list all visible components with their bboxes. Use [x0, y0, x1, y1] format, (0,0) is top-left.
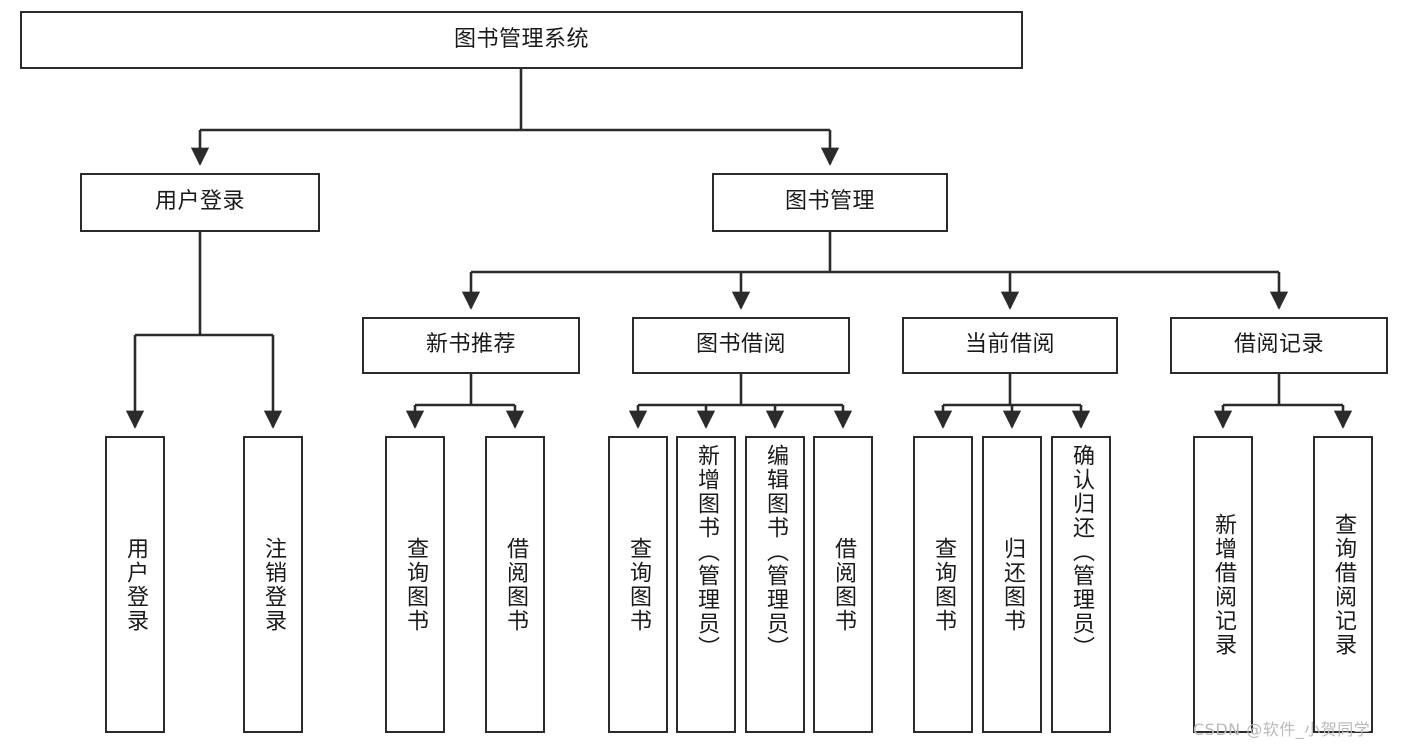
leaf-logout[interactable]: 注销登录 [243, 436, 303, 733]
node-borrow-record[interactable]: 借阅记录 [1170, 317, 1388, 374]
leaf-add-book-admin[interactable]: 新增图书（管理员） [676, 436, 736, 733]
node-borrow-record-label: 借阅记录 [1233, 332, 1324, 358]
leaf-borrow-book-newbook-label: 借阅图书 [503, 536, 528, 633]
leaf-confirm-return-admin[interactable]: 确认归还（管理员） [1051, 436, 1111, 733]
leaf-edit-book-admin[interactable]: 编辑图书（管理员） [745, 436, 805, 733]
node-book-borrow[interactable]: 图书借阅 [632, 317, 850, 374]
edge-current-to-leaves [933, 374, 1091, 429]
edge-record-to-leaves [1213, 374, 1353, 429]
node-root-label: 图书管理系统 [453, 26, 589, 52]
edge-userlogin-to-leaves [125, 232, 283, 429]
leaf-borrow-book[interactable]: 借阅图书 [813, 436, 873, 733]
leaf-return-book-label: 归还图书 [1000, 536, 1025, 633]
edge-root-to-level1 [190, 69, 840, 166]
leaf-user-login[interactable]: 用户登录 [105, 436, 165, 733]
leaf-query-book-borrow-label: 查询图书 [626, 536, 651, 633]
leaf-edit-book-admin-label: 编辑图书（管理员） [763, 444, 788, 660]
node-new-book-recommend-label: 新书推荐 [425, 332, 516, 358]
edge-newbook-to-leaves [405, 374, 525, 429]
node-user-login[interactable]: 用户登录 [80, 173, 320, 232]
node-current-borrow[interactable]: 当前借阅 [902, 317, 1118, 374]
node-book-borrow-label: 图书借阅 [695, 332, 786, 358]
leaf-query-book-newbook-label: 查询图书 [403, 536, 428, 633]
leaf-query-book-borrow[interactable]: 查询图书 [608, 436, 668, 733]
leaf-add-borrow-record-label: 新增借阅记录 [1211, 512, 1236, 657]
node-current-borrow-label: 当前借阅 [964, 332, 1055, 358]
leaf-query-book-current[interactable]: 查询图书 [913, 436, 973, 733]
leaf-borrow-book-newbook[interactable]: 借阅图书 [485, 436, 545, 733]
leaf-user-login-label: 用户登录 [123, 536, 148, 633]
edge-bookmgmt-to-level2 [461, 232, 1289, 310]
node-root[interactable]: 图书管理系统 [20, 11, 1023, 69]
leaf-add-borrow-record[interactable]: 新增借阅记录 [1193, 436, 1253, 733]
leaf-logout-label: 注销登录 [261, 536, 286, 633]
leaf-confirm-return-admin-label: 确认归还（管理员） [1069, 444, 1094, 660]
leaf-query-borrow-record-label: 查询借阅记录 [1331, 512, 1356, 657]
leaf-query-book-current-label: 查询图书 [931, 536, 956, 633]
leaf-borrow-book-label: 借阅图书 [831, 536, 856, 633]
leaf-query-borrow-record[interactable]: 查询借阅记录 [1313, 436, 1373, 733]
node-new-book-recommend[interactable]: 新书推荐 [362, 317, 580, 374]
edge-borrow-to-leaves [628, 374, 853, 429]
node-book-management-label: 图书管理 [784, 189, 875, 215]
leaf-query-book-newbook[interactable]: 查询图书 [385, 436, 445, 733]
node-book-management[interactable]: 图书管理 [712, 173, 948, 232]
node-user-login-label: 用户登录 [154, 189, 245, 215]
leaf-return-book[interactable]: 归还图书 [982, 436, 1042, 733]
leaf-add-book-admin-label: 新增图书（管理员） [694, 444, 719, 660]
